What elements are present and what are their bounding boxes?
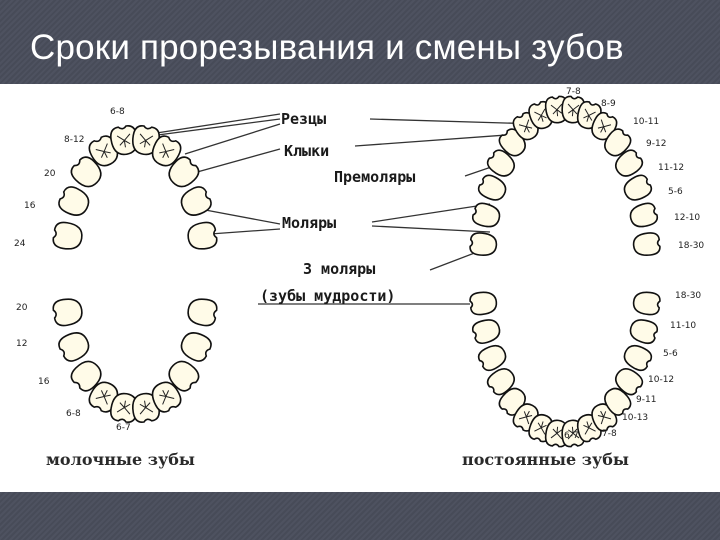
milk-age-incisors-upper: 6-8: [110, 107, 125, 117]
perm-lower-tooth: [614, 368, 644, 396]
line-molars-milk-2: [209, 228, 281, 235]
line-incisors-milk-2: [149, 118, 281, 137]
milk-upper-tooth: [70, 156, 102, 188]
milk-upper-tooth: [52, 221, 83, 250]
milk-age-canine-lower: 16: [38, 377, 50, 387]
perm-lower-tooth: [629, 319, 659, 345]
milk-age-lateral-upper: 8-12: [64, 135, 84, 145]
perm-lower-tooth: [632, 291, 661, 316]
line-canines-perm: [354, 133, 521, 147]
perm-age-canine-upper: 10-11: [633, 117, 659, 127]
label-molars: Моляры: [282, 214, 336, 232]
milk-lower-tooth: [58, 332, 90, 362]
teeth-diagram: Резцы Клыки Премоляры Моляры 3 моляры (з…: [14, 87, 704, 469]
milk-upper-tooth: [110, 125, 138, 156]
milk-lower-tooth: [187, 298, 218, 327]
line-canines-milk: [189, 148, 281, 175]
milk-lower-tooth: [52, 298, 83, 327]
perm-age-molar3-upper: 18-30: [678, 241, 704, 251]
perm-age-premolar2-lower: 10-12: [648, 375, 674, 385]
milk-age-molar2-upper: 24: [14, 239, 26, 249]
label-incisors: Резцы: [281, 110, 326, 128]
milk-age-incisors-lower: 6-7: [116, 423, 131, 433]
perm-upper-tooth: [469, 232, 498, 256]
perm-age-central-lower: 6-7: [564, 431, 579, 441]
milk-age-lateral-lower: 6-8: [66, 409, 81, 419]
milk-upper-tooth: [88, 135, 119, 167]
milk-upper-tooth: [180, 186, 212, 216]
perm-age-premolar1-lower: 9-11: [636, 395, 656, 405]
milk-upper-tooth: [58, 186, 90, 216]
perm-age-molar3-lower: 18-30: [675, 291, 701, 301]
line-molars-milk-1: [199, 208, 281, 225]
perm-upper-tooth: [471, 202, 501, 228]
milk-upper-tooth: [187, 221, 218, 250]
perm-age-lateral-lower: 7-8: [602, 429, 617, 439]
perm-upper-tooth: [477, 174, 507, 201]
perm-age-molar2-lower: 11-10: [670, 321, 696, 331]
label-premolars: Премоляры: [334, 168, 415, 186]
label-canines: Клыки: [284, 142, 329, 160]
line-incisors-milk-3: [184, 123, 281, 155]
milk-age-molar1-upper: 16: [24, 201, 36, 211]
perm-upper-tooth: [623, 174, 653, 201]
perm-lower-tooth: [486, 368, 516, 396]
milk-upper-tooth: [151, 135, 182, 167]
milk-lower-tooth: [168, 360, 200, 392]
line-molars-perm-1: [371, 203, 491, 223]
perm-age-premolar2-upper: 11-12: [658, 163, 684, 173]
label-third-molars: 3 моляры: [303, 260, 375, 278]
milk-lower-tooth: [132, 392, 160, 423]
milk-teeth-arch: [52, 125, 218, 423]
perm-age-molar2-upper: 12-10: [674, 213, 700, 223]
perm-upper-tooth: [629, 202, 659, 228]
permanent-age-labels: 7-8 8-9 10-11 9-12 11-12 5-6 12-10 18-30…: [564, 87, 704, 441]
milk-lower-tooth: [70, 360, 102, 392]
caption-permanent-teeth: постоянные зубы: [462, 450, 629, 469]
perm-age-molar1-upper: 5-6: [668, 187, 683, 197]
permanent-teeth-arch: [469, 95, 661, 448]
perm-age-molar1-lower: 5-6: [663, 349, 678, 359]
milk-age-labels: 6-8 8-12 20 16 24 20 12 16 6-8 6-7: [14, 107, 131, 433]
milk-lower-tooth: [110, 392, 138, 423]
milk-upper-tooth: [168, 156, 200, 188]
caption-milk-teeth: молочные зубы: [46, 450, 195, 469]
line-molars-perm-2: [371, 225, 491, 233]
milk-age-molar2-lower: 20: [16, 303, 28, 313]
milk-lower-tooth: [88, 381, 119, 413]
diagram-panel: Резцы Клыки Премоляры Моляры 3 моляры (з…: [0, 84, 720, 492]
perm-lower-tooth: [469, 291, 498, 316]
slide-title: Сроки прорезывания и смены зубов: [30, 28, 624, 67]
perm-age-premolar1-upper: 9-12: [646, 139, 666, 149]
perm-upper-tooth: [486, 149, 516, 177]
line-incisors-milk-1: [149, 113, 281, 135]
perm-upper-tooth: [604, 128, 632, 157]
milk-age-molar1-lower: 12: [16, 339, 27, 349]
connector-lines: [149, 113, 541, 305]
milk-lower-tooth: [180, 332, 212, 362]
perm-lower-tooth: [604, 387, 632, 416]
label-wisdom-teeth: (зубы мудрости): [260, 287, 395, 305]
perm-lower-tooth: [623, 344, 653, 372]
perm-upper-tooth: [614, 149, 644, 177]
perm-age-lateral-upper: 8-9: [601, 99, 616, 109]
line-incisors-perm: [369, 118, 541, 125]
perm-age-central-upper: 7-8: [566, 87, 581, 97]
milk-age-canine-upper: 20: [44, 169, 56, 179]
perm-lower-tooth: [471, 319, 501, 345]
perm-age-canine-lower: 10-13: [622, 413, 648, 423]
perm-lower-tooth: [477, 344, 507, 372]
perm-upper-tooth: [632, 232, 661, 256]
milk-upper-tooth: [132, 125, 160, 156]
milk-lower-tooth: [151, 381, 182, 413]
